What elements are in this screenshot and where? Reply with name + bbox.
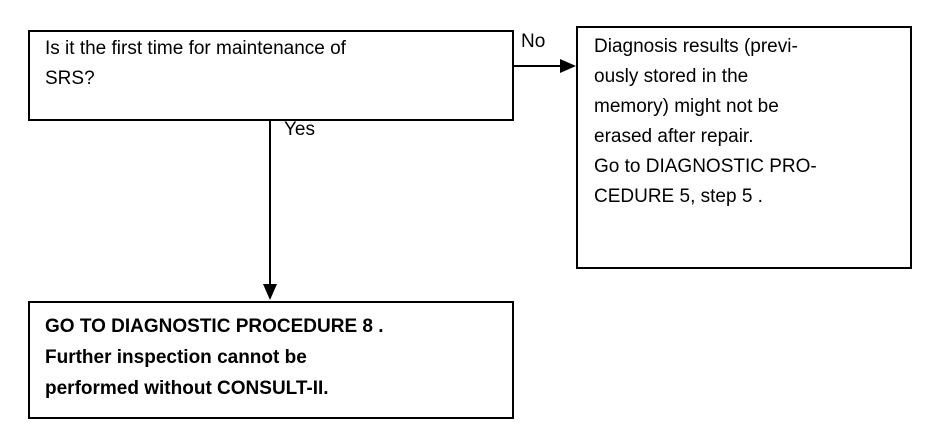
yes-arrow-head — [263, 284, 277, 300]
yes-branch-label: Yes — [284, 119, 315, 140]
question-box — [28, 30, 514, 121]
yes-result-box — [28, 301, 514, 419]
no-result-box — [576, 26, 912, 269]
yes-result-text: GO TO DIAGNOSTIC PROCEDURE 8 . Further i… — [45, 316, 384, 399]
question-text: Is it the first time for maintenance of … — [45, 38, 346, 89]
no-result-text: Diagnosis results (previ- ously stored i… — [594, 36, 817, 207]
no-branch-label: No — [521, 31, 546, 52]
no-arrow-head — [560, 59, 576, 73]
